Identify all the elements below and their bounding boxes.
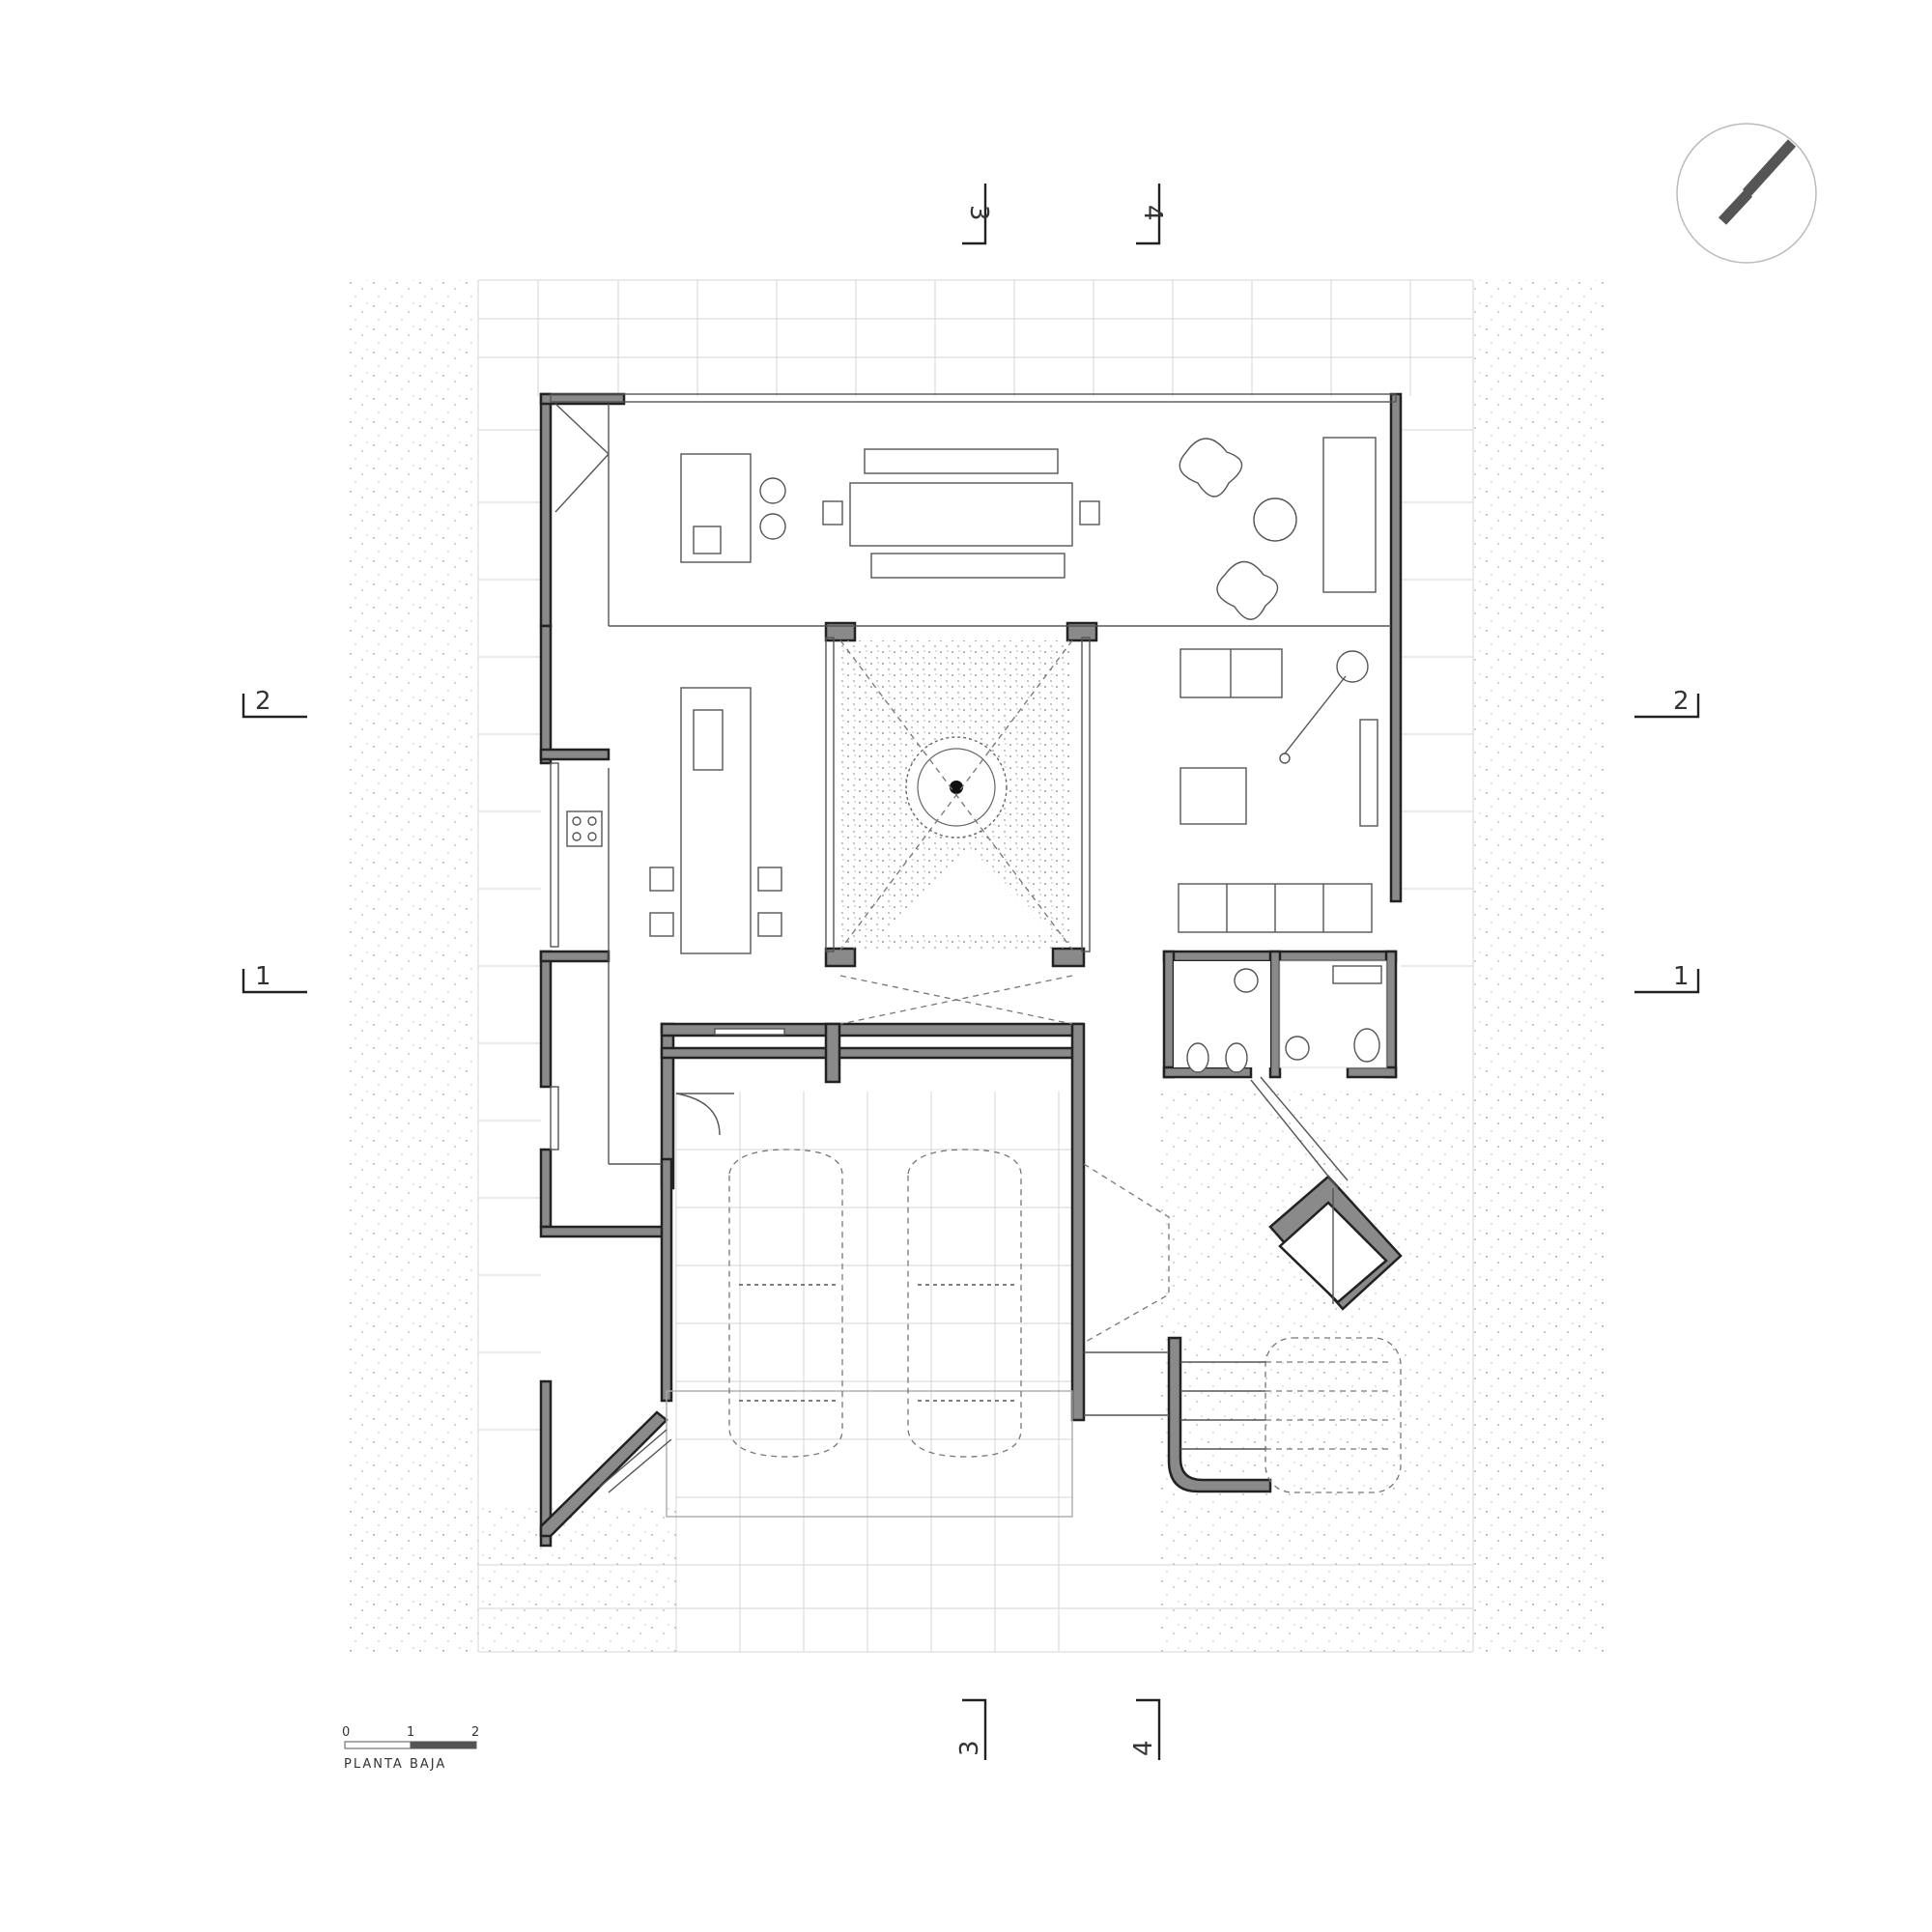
furniture <box>566 437 1378 1036</box>
wall-west-lower <box>539 1148 553 1229</box>
wall-bath-divider <box>1268 950 1282 1079</box>
svg-text:2: 2 <box>471 1725 479 1740</box>
wall-garage-east <box>1070 1022 1086 1422</box>
car-icon <box>907 1149 1022 1458</box>
shelf <box>714 1028 785 1036</box>
wall-service <box>539 1225 668 1238</box>
svg-text:1: 1 <box>255 962 271 991</box>
scale-bar: 0 1 2 <box>342 1725 479 1749</box>
wall-east <box>1389 392 1403 903</box>
stool-icon <box>759 477 786 504</box>
walls <box>539 392 1403 1548</box>
dining-chair <box>1079 500 1100 526</box>
washbasin-icon <box>1285 1036 1310 1061</box>
north-arrow-icon <box>1676 123 1817 264</box>
bench-north <box>864 448 1059 474</box>
washbasin-icon <box>1234 968 1259 993</box>
sideboard <box>1322 437 1377 593</box>
dining-chair <box>822 500 843 526</box>
courtyard <box>839 639 1073 1025</box>
bidet-icon <box>1225 1042 1248 1073</box>
glazing-and-outlines <box>550 393 1397 1518</box>
wall-garage-north-inner <box>660 1046 1084 1060</box>
ground-texture <box>348 280 1604 1652</box>
courtyard-glazing-west <box>825 637 835 952</box>
entrance-stairs <box>1083 1076 1402 1493</box>
west-glazing-lower <box>550 1086 559 1151</box>
wall-garage-west <box>660 1157 673 1403</box>
stool-icon <box>649 912 674 937</box>
section-marker-top-3: 3 <box>962 184 993 245</box>
garage <box>675 1093 1022 1458</box>
svg-text:3: 3 <box>955 1740 984 1756</box>
drawing-caption: PLANTA BAJA <box>344 1757 446 1772</box>
fountain-icon <box>950 781 963 794</box>
lounge-chair-icon <box>1179 438 1243 497</box>
svg-text:3: 3 <box>964 205 993 221</box>
svg-text:1: 1 <box>1673 962 1690 991</box>
grid-vertical-lines <box>537 280 1411 1652</box>
wall-bath-south-right <box>1346 1065 1398 1079</box>
svg-text:2: 2 <box>1673 687 1690 716</box>
stool-icon <box>757 912 782 937</box>
wall-west-upper <box>539 392 553 628</box>
stool-icon <box>759 513 786 540</box>
floor-lamp-icon <box>1336 650 1369 683</box>
dining-table <box>849 482 1073 547</box>
svg-text:0: 0 <box>342 1725 350 1740</box>
section-marker-left-2: 2 <box>242 687 307 719</box>
tv-unit <box>1359 719 1378 827</box>
section-marker-bottom-4: 4 <box>1129 1698 1161 1760</box>
svg-text:4: 4 <box>1129 1740 1158 1756</box>
side-table-icon <box>1253 497 1297 542</box>
wall-pantry <box>539 748 611 761</box>
bench-south <box>870 553 1065 579</box>
shower-tray <box>1332 965 1382 984</box>
sink-icon <box>693 526 722 554</box>
section-marker-right-2: 2 <box>1634 687 1700 719</box>
courtyard-column-se <box>1051 947 1086 968</box>
wall-bath-west <box>1162 950 1176 1079</box>
section-marker-top-4: 4 <box>1136 184 1167 245</box>
wall-garage-column <box>824 1022 841 1084</box>
svg-text:2: 2 <box>255 687 271 716</box>
wall-west-tip <box>539 1379 553 1548</box>
toilet-icon <box>1186 1042 1209 1073</box>
stool-icon <box>649 867 674 892</box>
courtyard-glazing-east <box>1081 637 1091 952</box>
west-glazing <box>550 762 559 948</box>
section-marker-right-1: 1 <box>1634 962 1700 994</box>
coffee-table <box>1179 767 1247 825</box>
svg-text:1: 1 <box>407 1725 414 1740</box>
wall-west-return <box>539 950 611 963</box>
grid-horizontal-lines <box>478 318 1473 1609</box>
bathrooms <box>1174 960 1387 1073</box>
wall-west-diagonal <box>539 1410 668 1538</box>
paving-grid <box>477 279 1474 1653</box>
svg-text:4: 4 <box>1138 205 1167 221</box>
toilet-icon <box>1353 1028 1380 1063</box>
wall-west-kitchen <box>539 624 553 765</box>
stool-icon <box>757 867 782 892</box>
double-sink-icon <box>693 709 724 771</box>
section-marker-left-1: 1 <box>242 962 307 994</box>
car-icon <box>728 1149 843 1458</box>
section-marker-bottom-3: 3 <box>955 1698 987 1760</box>
lounge-chair-icon <box>1216 560 1279 620</box>
cooktop-icon <box>566 810 603 847</box>
wall-bath-east <box>1384 950 1398 1079</box>
north-glazing <box>550 393 1397 403</box>
wall-west-mid <box>539 950 553 1089</box>
